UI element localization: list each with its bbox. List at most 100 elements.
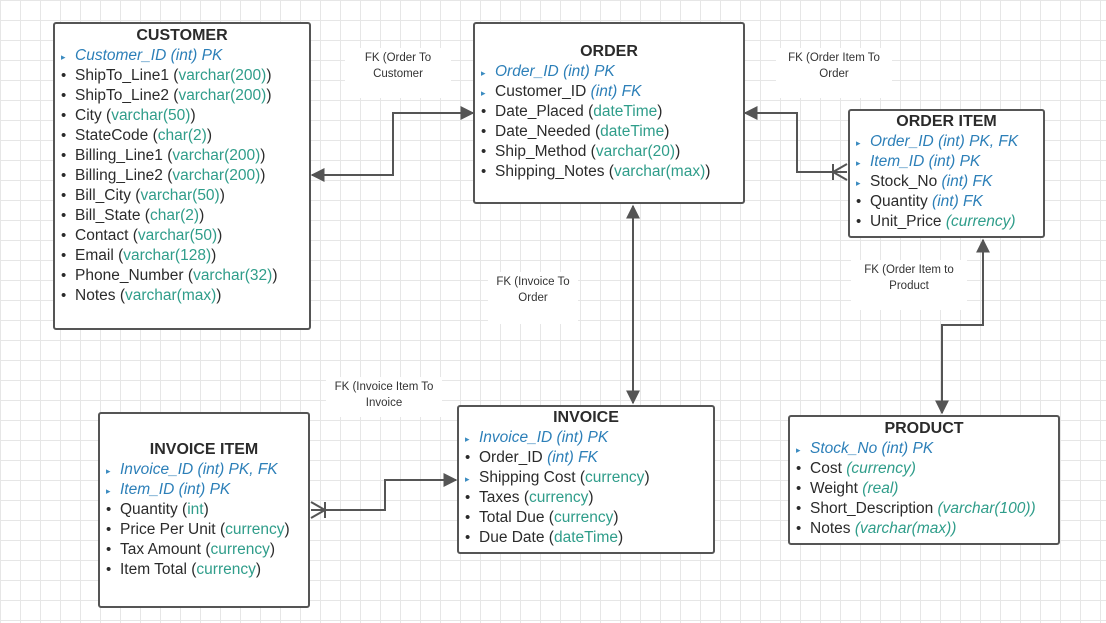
field-row: •Cost (currency) [796,459,1058,479]
field-type: varchar(200) [178,67,267,84]
entity-order[interactable]: ORDER ▸Order_ID (int) PK▸Customer_ID (in… [473,22,745,204]
bullet-icon: • [481,103,487,120]
bullet-icon: • [61,187,67,204]
field-name: Total Due [479,509,545,526]
field-type: currency [196,561,256,578]
label-line: Invoice [365,397,403,409]
field-row: •Date_Needed (dateTime) [481,123,670,140]
key-marker-icon: ▸ [106,466,111,476]
field-type: (varchar(max)) [854,520,957,537]
field-type: dateTime [593,103,658,120]
bullet-icon: • [796,500,802,517]
label-line: FK (Order To [364,52,432,64]
field-row: ▸Stock_No (int) FK [856,172,1043,192]
field-name: Shipping_Notes [495,163,605,180]
field-name: Stock_No [870,173,938,190]
field-row: •Quantity (int) FK [856,192,1043,212]
key-marker-icon: ▸ [481,88,486,98]
field-type: varchar(32) [193,267,273,284]
field-name: ShipTo_Line2 [75,87,169,104]
bullet-icon: • [61,207,67,224]
key-marker-icon: ▸ [465,474,470,484]
field-name: Weight [810,480,858,497]
field-name: Item_ID [870,153,925,170]
entity-product[interactable]: PRODUCT ▸Stock_No (int) PK•Cost (currenc… [788,415,1060,545]
connector-order-customer [310,106,475,182]
bullet-icon: • [61,87,67,104]
bullet-icon: • [481,143,487,160]
field-type: dateTime [600,123,665,140]
field-list: ▸Invoice_ID (int) PK, FK▸Item_ID (int) P… [100,460,308,580]
bullet-icon: • [481,123,487,140]
field-name: Short_Description [810,500,934,517]
field-list: ▸Order_ID (int) PK▸Customer_ID (int) FK•… [475,62,743,182]
entity-invoice-item[interactable]: INVOICE ITEM ▸Invoice_ID (int) PK, FK▸It… [98,412,310,608]
field-name: ShipTo_Line1 [75,67,169,84]
field-name: Email [75,247,114,264]
field-row: ▸Item_ID (int) PK [106,480,308,500]
key-marker-icon: ▸ [106,486,111,496]
field-type: (currency) [945,213,1016,230]
field-row: •Contact (varchar(50)) [61,227,223,244]
bullet-icon: • [61,67,67,84]
label-line: FK (Order Item To [788,52,880,64]
entity-invoice[interactable]: INVOICE ▸Invoice_ID (int) PK•Order_ID (i… [457,405,715,554]
field-name: Quantity [870,193,928,210]
bullet-icon: • [796,520,802,537]
field-row: •Total Due (currency) [465,509,619,526]
field-type: (int) PK [928,153,981,170]
field-name: Order_ID [495,63,559,80]
bullet-icon: • [61,147,67,164]
field-name: Order_ID [479,449,543,466]
field-type: (int) PK [170,47,223,64]
bullet-icon: • [106,521,112,538]
field-type: (int) PK, FK [938,133,1019,150]
key-marker-icon: ▸ [856,138,861,148]
field-row: •Bill_City (varchar(50)) [61,187,225,204]
key-marker-icon: ▸ [465,434,470,444]
field-type: varchar(max) [124,287,217,304]
field-type: (real) [862,480,899,497]
bullet-icon: • [61,247,67,264]
label-line: FK (Invoice To [496,276,570,288]
field-name: City [75,107,102,124]
field-name: Due Date [479,529,545,546]
field-name: Tax Amount [120,541,201,558]
key-marker-icon: ▸ [61,52,66,62]
bullet-icon: • [61,287,67,304]
field-type: varchar(50) [140,187,220,204]
field-row: •Billing_Line1 (varchar(200)) [61,147,266,164]
bullet-icon: • [61,107,67,124]
field-type: dateTime [553,529,619,546]
field-name: Invoice_ID [479,429,553,446]
entity-order-item[interactable]: ORDER ITEM ▸Order_ID (int) PK, FK▸Item_I… [848,109,1045,238]
field-row: ▸Order_ID (int) PK, FK [856,132,1043,152]
field-row: ▸Item_ID (int) PK [856,152,1043,172]
field-name: Date_Needed [495,123,591,140]
bullet-icon: • [465,489,471,506]
field-row: •Date_Placed (dateTime) [481,103,663,120]
entity-customer[interactable]: CUSTOMER ▸Customer_ID (int) PK•ShipTo_Li… [53,22,311,330]
crows-foot-order-item [832,163,848,181]
field-type: varchar(128) [123,247,212,264]
field-name: Customer_ID [495,83,587,100]
label-order-to-customer: FK (Order To Customer [345,48,451,98]
bullet-icon: • [61,127,67,144]
field-type: varchar(max) [613,163,706,180]
field-type: currency [585,469,645,486]
field-row: •Due Date (dateTime) [465,529,624,546]
field-row: •Tax Amount (currency) [106,541,276,558]
entity-title: INVOICE [553,409,619,426]
field-type: varchar(50) [137,227,218,244]
bullet-icon: • [465,509,471,526]
field-row: ▸Invoice_ID (int) PK, FK [106,460,308,480]
field-row: •Ship_Method (varchar(20)) [481,143,681,160]
field-row: ▸Order_ID (int) PK [481,62,743,82]
field-name: Unit_Price [870,213,942,230]
field-row: •Weight (real) [796,479,1058,499]
field-name: StateCode [75,127,149,144]
field-type: varchar(200) [178,87,267,104]
label-line: Product [889,280,929,292]
field-row: ▸Stock_No (int) PK [796,439,1058,459]
field-row: •Item Total (currency) [106,561,262,578]
